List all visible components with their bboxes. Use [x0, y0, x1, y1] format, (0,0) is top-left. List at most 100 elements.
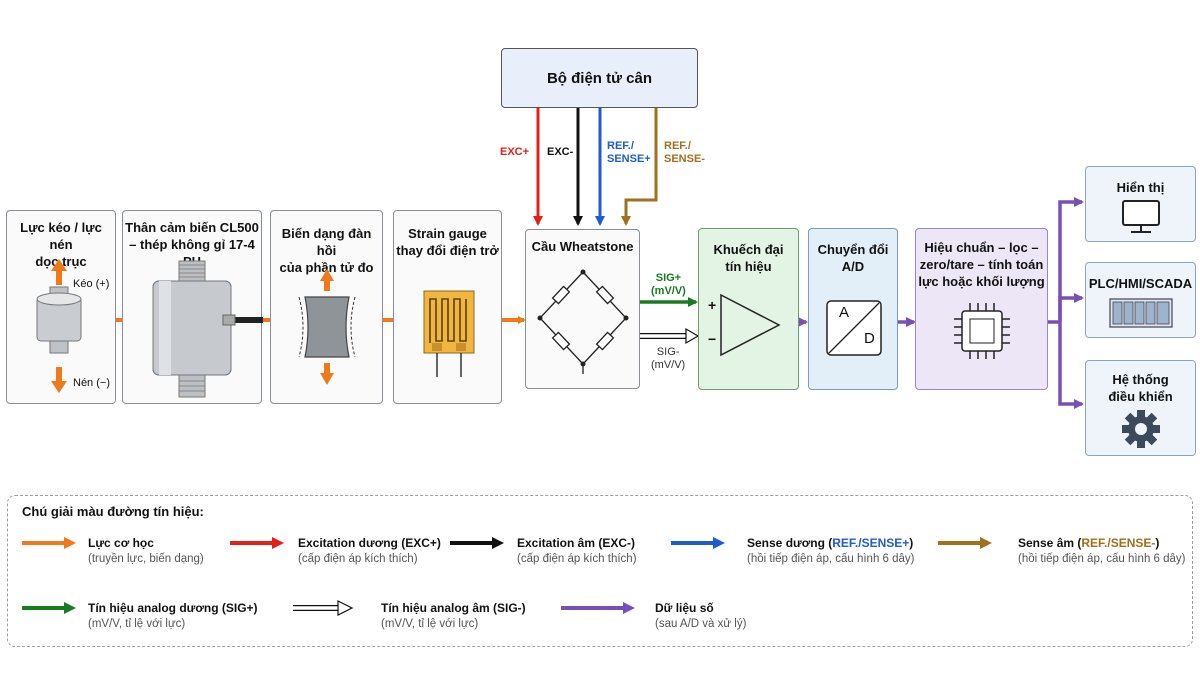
- deformation-block: Biến dạng đàn hồi của phần tử đo: [270, 210, 383, 404]
- sense-plus-label-line2: SENSE+: [607, 153, 651, 165]
- sensor-title-line1: Thân cảm biến CL500: [125, 220, 259, 235]
- sig-minus-line: [640, 327, 700, 345]
- pull-label: Kéo (+): [73, 278, 110, 290]
- amp-minus-sign: −: [708, 331, 717, 347]
- adc-a-label: A: [839, 304, 850, 321]
- sense-minus-label: REF./ SENSE-: [664, 140, 705, 166]
- legend-sig-minus-main: Tín hiệu analog âm (SIG-): [381, 601, 526, 615]
- exc-plus-label: EXC+: [500, 146, 530, 158]
- strain-gauge-block: Strain gauge thay đổi điện trở: [393, 210, 502, 404]
- display-output-box: Hiển thị: [1085, 166, 1196, 242]
- legend-swatch-exc-plus: [230, 537, 284, 549]
- sense-minus-label-line1: REF./: [664, 140, 691, 152]
- legend-sense-plus-highlight: REF./SENSE+: [832, 536, 910, 550]
- controller-title: Bộ điện tử cân: [546, 70, 653, 87]
- push-label: Nén (−): [73, 377, 110, 389]
- deform-title-line2: của phần tử đo: [279, 260, 374, 275]
- force-title-line1: Lực kéo / lực nén: [20, 220, 102, 252]
- adc-title-line1: Chuyển đổi: [817, 242, 889, 257]
- legend-swatch-sig-plus: [22, 602, 76, 614]
- sense-plus-label-line1: REF./: [607, 140, 634, 152]
- legend-swatch-sense-minus: [938, 537, 992, 549]
- sig-plus-label: SIG+ (mV/V): [651, 272, 686, 298]
- legend-sense-minus-main: Sense âm (REF./SENSE-): [1018, 536, 1159, 550]
- legend-swatches: [22, 537, 992, 616]
- legend-exc-minus-sub: (cấp điện áp kích thích): [517, 553, 637, 565]
- bridge-title: Cầu Wheatstone: [531, 239, 634, 254]
- force-title: Lực kéo / lực nén dọc trục: [7, 219, 115, 270]
- legend-title: Chú giải màu đường tín hiệu:: [22, 504, 204, 519]
- force-block: Lực kéo / lực nén dọc trục Kéo (+) Nén (…: [6, 210, 116, 404]
- elastic-deformation-icon: [298, 269, 356, 385]
- sig-minus-label-line1: SIG-: [656, 346, 680, 358]
- wheatstone-bridge-icon: [537, 269, 629, 374]
- exc-minus-label: EXC-: [547, 146, 574, 158]
- sensor-title: Thân cảm biến CL500 – thép không gỉ 17-4…: [123, 219, 261, 270]
- op-amp-icon: [720, 293, 781, 357]
- sig-minus-label: SIG- (mV/V): [651, 346, 685, 372]
- calib-title: Hiệu chuẩn – lọc – zero/tare – tính toán…: [916, 239, 1047, 290]
- legend-sense-plus-post: ): [909, 536, 914, 550]
- signal-color-legend: Chú giải màu đường tín hiệu: Lực cơ học …: [7, 495, 1193, 647]
- gear-icon: [1122, 410, 1160, 448]
- legend-sig-plus-main: Tín hiệu analog dương (SIG+): [88, 601, 258, 615]
- sense-minus-label-line2: SENSE-: [664, 153, 705, 165]
- sense-minus-line: [621, 108, 658, 226]
- legend-sense-minus-sub: (hồi tiếp điện áp, cấu hình 6 dây): [1018, 553, 1186, 565]
- control-title: Hệ thống điều khiển: [1086, 371, 1195, 405]
- gauge-title-line1: Strain gauge: [408, 226, 487, 241]
- legend-sense-minus-post: ): [1155, 536, 1160, 550]
- legend-sig-plus-sub: (mV/V, tỉ lệ với lực): [88, 618, 186, 630]
- control-system-output-box: Hệ thống điều khiển: [1085, 360, 1196, 456]
- calib-title-line1: Hiệu chuẩn – lọc –: [924, 240, 1039, 255]
- legend-force-sub: (truyền lực, biến dạng): [88, 553, 204, 565]
- calib-title-line2: zero/tare – tính toán: [919, 257, 1044, 272]
- legend-sense-plus-pre: Sense dương (: [747, 536, 833, 550]
- plc-rack-icon: [1109, 298, 1173, 328]
- axial-load-cell-icon: [36, 259, 82, 393]
- legend-sense-minus-pre: Sense âm (: [1018, 536, 1082, 550]
- amp-title-line2: tín hiệu: [725, 259, 772, 274]
- amp-title: Khuếch đại tín hiệu: [699, 241, 798, 275]
- legend-sig-minus-sub: (mV/V, tỉ lệ với lực): [381, 618, 479, 630]
- plc-title: PLC/HMI/SCADA: [1088, 276, 1193, 291]
- control-title-line1: Hệ thống: [1112, 372, 1169, 387]
- legend-swatch-digital: [561, 602, 635, 614]
- legend-exc-plus-sub: (cấp điện áp kích thích): [298, 553, 418, 565]
- processor-chip-icon: [954, 303, 1010, 359]
- legend-exc-minus-main: Excitation âm (EXC-): [517, 536, 636, 550]
- weighing-controller-box: Bộ điện tử cân: [501, 48, 698, 108]
- deform-title-line1: Biến dạng đàn hồi: [281, 226, 372, 258]
- control-title-line2: điều khiển: [1108, 389, 1173, 404]
- legend-digital-sub: (sau A/D và xử lý): [655, 618, 747, 630]
- calib-title-line3: lực hoặc khối lượng: [918, 274, 1045, 289]
- sense-plus-label: REF./ SENSE+: [607, 140, 651, 166]
- calibration-block: Hiệu chuẩn – lọc – zero/tare – tính toán…: [915, 228, 1048, 390]
- cl500-load-cell-icon: [152, 260, 263, 398]
- amp-title-line1: Khuếch đại: [713, 242, 784, 257]
- sig-minus-label-line2: (mV/V): [651, 359, 686, 371]
- force-title-line2: dọc trục: [35, 254, 87, 269]
- plc-output-box: PLC/HMI/SCADA: [1085, 262, 1196, 338]
- legend-swatch-force: [22, 537, 76, 549]
- digital-arrows: [792, 197, 1084, 409]
- legend-digital-main: Dữ liệu số: [655, 601, 714, 615]
- sig-plus-label-line2: (mV/V): [651, 285, 686, 297]
- monitor-icon: [1122, 200, 1160, 233]
- amplifier-block: Khuếch đại tín hiệu + −: [698, 228, 799, 390]
- legend-force-main: Lực cơ học: [88, 536, 154, 550]
- adc-title-line2: A/D: [841, 259, 865, 274]
- legend-swatch-sense-plus: [671, 537, 725, 549]
- gauge-title-line2: thay đổi điện trở: [396, 243, 499, 258]
- display-title: Hiển thị: [1116, 180, 1165, 195]
- adc-d-label: D: [864, 330, 875, 347]
- deform-title: Biến dạng đàn hồi của phần tử đo: [271, 225, 382, 276]
- sig-plus-label-line1: SIG+: [655, 272, 682, 284]
- adc-icon: [826, 300, 882, 356]
- sensor-body-block: Thân cảm biến CL500 – thép không gỉ 17-4…: [122, 210, 263, 404]
- legend-sense-plus-main: Sense dương (REF./SENSE+): [747, 536, 913, 550]
- adc-title: Chuyển đổi A/D: [809, 241, 897, 275]
- amp-plus-sign: +: [708, 297, 717, 313]
- adc-block: Chuyển đổi A/D A D: [808, 228, 898, 390]
